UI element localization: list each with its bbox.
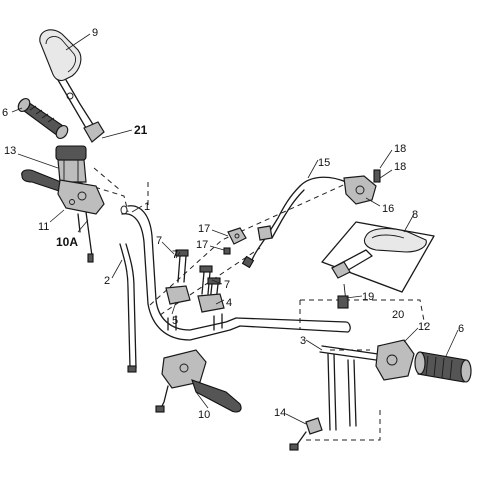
callout-17-upper: 17 (198, 223, 210, 235)
right-brake-lever (155, 349, 242, 413)
brake-switch (289, 417, 323, 451)
right-grip (414, 351, 472, 383)
handlebar (120, 205, 351, 341)
callout-1: 1 (144, 201, 150, 213)
throttle-housing (343, 169, 381, 205)
callout-7-mid: 7 (172, 249, 178, 261)
callout-3: 3 (300, 335, 306, 347)
right-mirror-box (321, 221, 435, 309)
left-mirror (39, 29, 105, 143)
callout-7-right: 7 (224, 279, 230, 291)
callout-6-right: 6 (458, 323, 464, 335)
callout-labels: 9 6 21 13 11 10A 1 2 15 18 18 16 8 17 17… (2, 27, 464, 421)
brake-reservoir (55, 145, 87, 183)
callout-16: 16 (382, 203, 394, 215)
callout-7-left: 7 (156, 235, 162, 247)
callout-18-bottom: 18 (394, 161, 406, 173)
callout-2: 2 (104, 275, 110, 287)
assembly-guide-lines (77, 167, 426, 441)
leader-lines (11, 33, 459, 425)
callout-11: 11 (38, 221, 49, 233)
callout-14: 14 (274, 407, 286, 419)
left-lever-assembly (21, 169, 105, 263)
cable-clips (223, 225, 273, 255)
callout-12: 12 (418, 321, 430, 333)
callout-13: 13 (4, 145, 16, 157)
callout-20: 20 (392, 309, 404, 321)
callout-21: 21 (134, 123, 148, 137)
callout-5: 5 (172, 315, 178, 327)
callout-15: 15 (318, 157, 330, 169)
callout-9: 9 (92, 27, 98, 39)
callout-10: 10 (198, 409, 210, 421)
left-grip (17, 97, 69, 140)
right-bar-end (319, 345, 379, 431)
callout-8: 8 (412, 209, 418, 221)
callout-10A: 10A (56, 235, 78, 249)
handlebar-clamps (165, 285, 225, 313)
callout-6-left: 6 (2, 107, 8, 119)
right-switch-housing (375, 339, 415, 381)
left-cable (119, 243, 137, 373)
callout-19: 19 (362, 291, 374, 303)
callout-4: 4 (226, 297, 232, 309)
throttle-cable (241, 176, 347, 269)
callout-17-lower: 17 (196, 239, 208, 251)
callout-18-top: 18 (394, 143, 406, 155)
